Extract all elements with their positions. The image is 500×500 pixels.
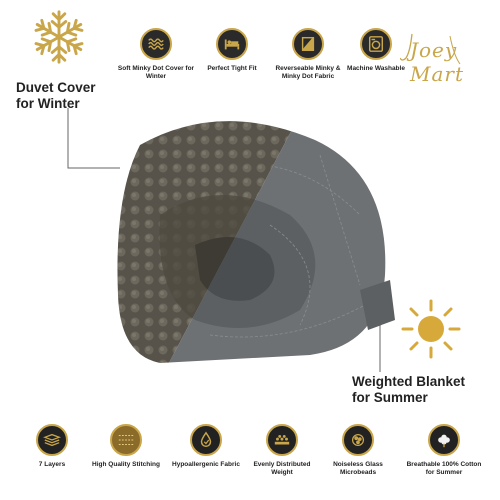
feature-label: Evenly Distributed Weight <box>253 461 311 477</box>
winter-heading-line2: for Winter <box>16 95 80 111</box>
layers-icon <box>36 424 68 456</box>
feature-label: Hypoallergenic Fabric <box>172 461 240 468</box>
feature-label: Soft Minky Dot Cover for Winter <box>117 65 195 81</box>
feature-reversible: Reverseable Minky & Minky Dot Fabric <box>268 28 348 81</box>
feature-cotton: Breathable 100% Cotton for Summer <box>404 424 484 477</box>
sun-icon <box>400 298 462 360</box>
feature-minky-dot: Soft Minky Dot Cover for Winter <box>116 28 196 81</box>
feature-label: Machine Washable <box>347 65 405 72</box>
fabric-icon <box>292 28 324 60</box>
summer-heading-line1: Weighted Blanket <box>352 374 466 389</box>
drop-icon <box>190 424 222 456</box>
waves-icon <box>140 28 172 60</box>
winter-heading-line1: Duvet Cover <box>16 80 96 95</box>
feature-microbeads: Noiseless Glass Microbeads <box>318 424 398 477</box>
feature-label: Breathable 100% Cotton for Summer <box>406 461 482 477</box>
feature-label: Noiseless Glass Microbeads <box>333 461 383 477</box>
summer-heading-line2: for Summer <box>352 389 428 405</box>
feature-tight-fit: Perfect Tight Fit <box>192 28 272 73</box>
feature-stitching: High Quality Stitching <box>86 424 166 469</box>
feature-label: Reverseable Minky & Minky Dot Fabric <box>275 65 341 81</box>
stitching-icon <box>110 424 142 456</box>
brand-logo-mark <box>399 33 461 65</box>
weight-icon <box>266 424 298 456</box>
beads-icon <box>342 424 374 456</box>
winter-heading: Duvet Cover for Winter <box>16 80 96 111</box>
blanket-roll-image <box>117 121 395 363</box>
feature-hypoallergenic: Hypoallergenic Fabric <box>166 424 246 469</box>
bed-icon <box>216 28 248 60</box>
brand-logo-text: Joey Mart <box>410 38 464 86</box>
washing-machine-icon <box>360 28 392 60</box>
summer-heading: Weighted Blanket for Summer <box>352 374 465 405</box>
feature-washable: Machine Washable <box>336 28 416 73</box>
feature-label: 7 Layers <box>38 461 66 468</box>
feature-label: Perfect Tight Fit <box>207 65 257 72</box>
feature-even-weight: Evenly Distributed Weight <box>242 424 322 477</box>
brand-logo: Joey Mart <box>399 30 490 86</box>
snowflake-icon <box>30 8 88 66</box>
feature-label: High Quality Stitching <box>92 461 160 468</box>
cotton-icon <box>428 424 460 456</box>
feature-7-layers: 7 Layers <box>12 424 92 469</box>
